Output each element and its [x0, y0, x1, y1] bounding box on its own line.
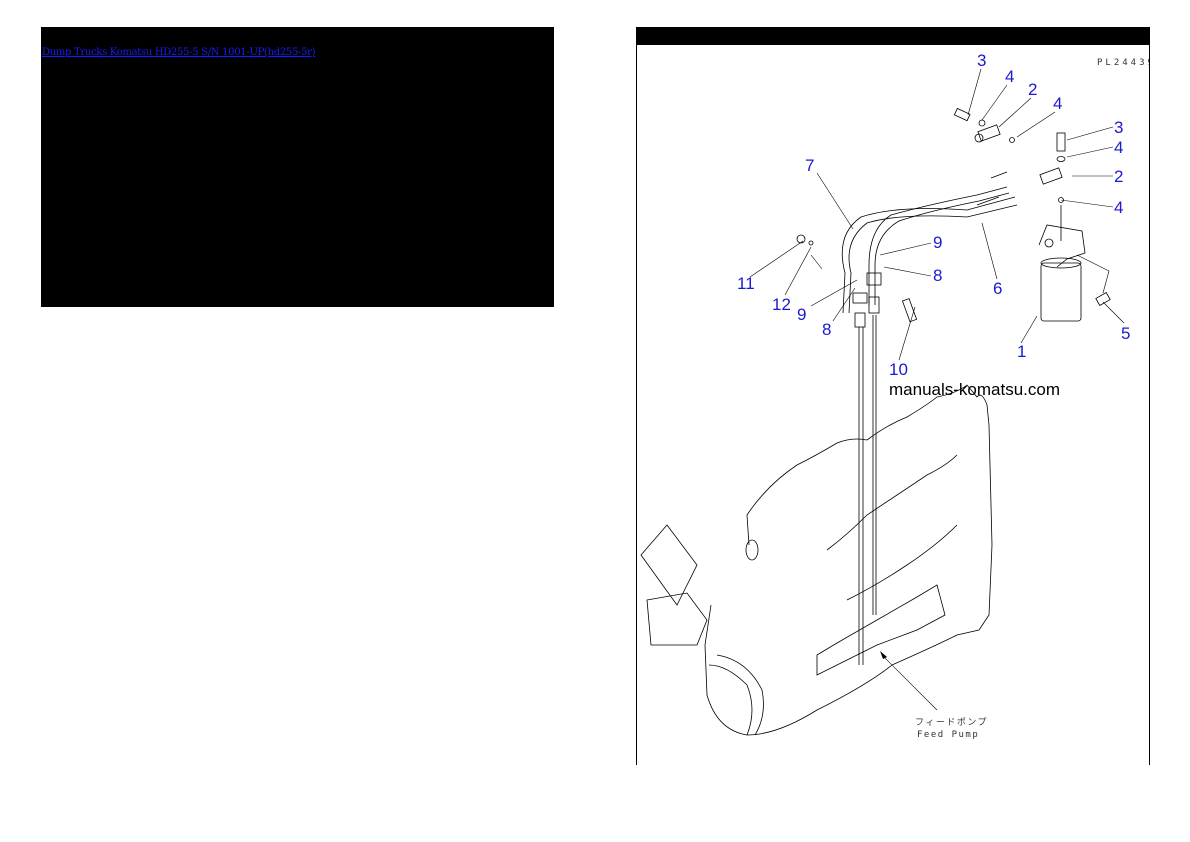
svg-text:7: 7: [805, 156, 814, 175]
feed-pump-label-jp: フィードポンプ: [915, 717, 988, 728]
svg-text:5: 5: [1121, 324, 1130, 343]
parts-diagram-panel: PL24439 3 4 2 4 3 4 2 4 7 9 8 11 12 9 8 …: [636, 27, 1150, 765]
svg-text:4: 4: [1114, 198, 1123, 217]
svg-text:6: 6: [993, 279, 1002, 298]
fuel-hoses: [841, 171, 1018, 665]
svg-text:10: 10: [889, 360, 908, 379]
svg-text:8: 8: [822, 320, 831, 339]
watermark: manuals-komatsu.com: [889, 380, 1060, 399]
breadcrumb-link[interactable]: Dump Trucks Komatsu HD255-5 S/N 1001-UP(…: [42, 47, 316, 58]
drawing-code: PL24439: [1097, 58, 1149, 68]
callout-labels: 3 4 2 4 3 4 2 4 7 9 8 11 12 9 8 6 5 1 10: [737, 51, 1130, 379]
leader-lines: [749, 68, 1125, 361]
fuel-filter: [1038, 205, 1086, 322]
svg-text:1: 1: [1017, 342, 1026, 361]
svg-text:8: 8: [933, 266, 942, 285]
svg-text:2: 2: [1114, 167, 1123, 186]
parts-diagram: PL24439 3 4 2 4 3 4 2 4 7 9 8 11 12 9 8 …: [640, 51, 1149, 740]
svg-text:3: 3: [977, 51, 986, 70]
hardware-parts: [796, 107, 1111, 323]
svg-text:9: 9: [797, 305, 806, 324]
svg-text:3: 3: [1114, 118, 1123, 137]
feed-pump-label-en: Feed Pump: [917, 730, 979, 740]
svg-text:11: 11: [737, 274, 755, 293]
svg-text:12: 12: [772, 295, 791, 314]
svg-text:9: 9: [933, 233, 942, 252]
svg-text:4: 4: [1005, 67, 1014, 86]
svg-text:4: 4: [1114, 138, 1123, 157]
diagram-header-bar: [637, 27, 1149, 45]
svg-text:4: 4: [1053, 94, 1062, 113]
engine-outline: [640, 384, 993, 736]
svg-text:2: 2: [1028, 80, 1037, 99]
feed-pump-callout: フィードポンプ Feed Pump: [880, 651, 988, 740]
header-banner: Dump Trucks Komatsu HD255-5 S/N 1001-UP(…: [41, 27, 554, 307]
